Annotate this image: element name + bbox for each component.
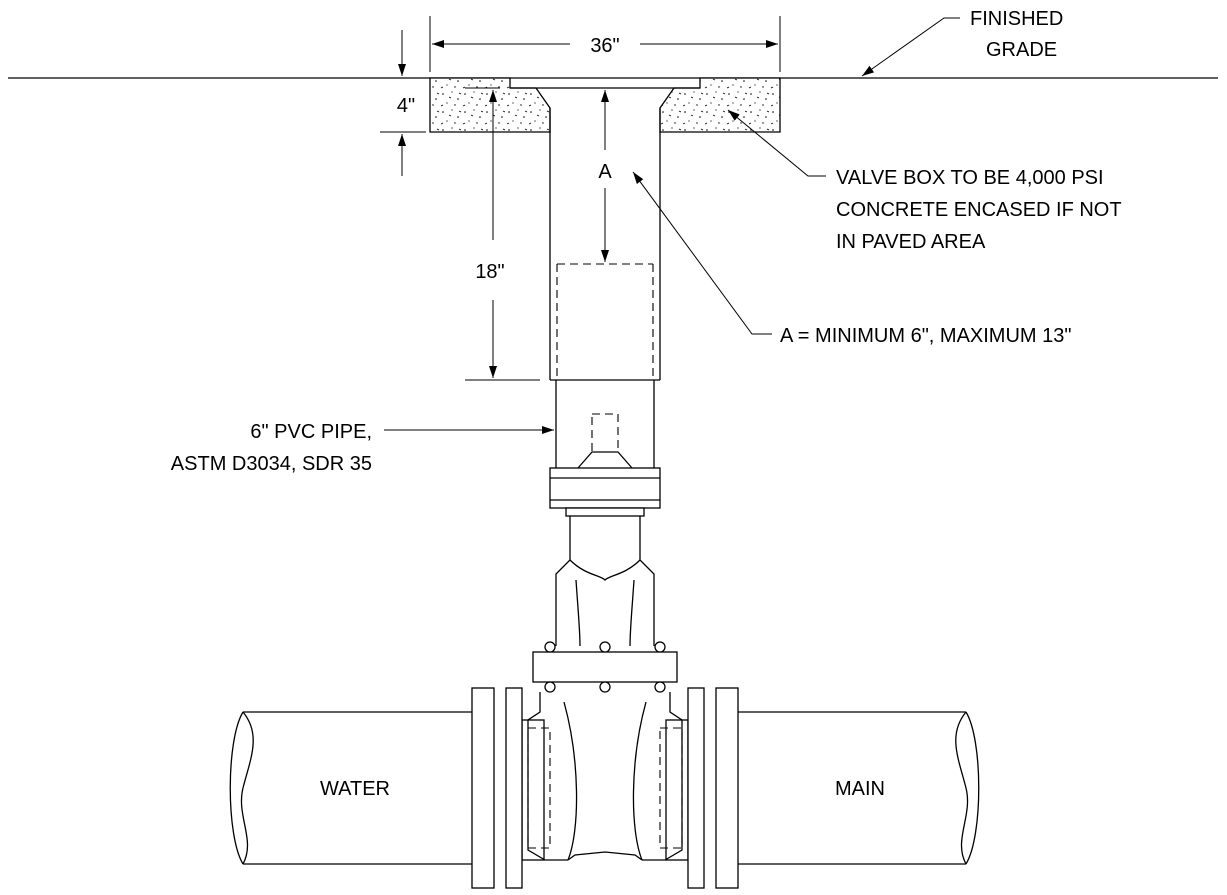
concrete-encasement-right — [659, 77, 781, 133]
water-main-left — [229, 711, 472, 865]
finished-grade-label-1: FINISHED — [970, 8, 1063, 30]
water-label: WATER — [320, 778, 390, 800]
dimension-18-inch — [465, 87, 540, 381]
pvc-pipe — [555, 380, 655, 468]
dim-slab-label: 4" — [397, 95, 415, 117]
main-label: MAIN — [835, 778, 885, 800]
finished-grade-leader — [861, 17, 960, 77]
bonnet-flange — [549, 467, 661, 517]
valve-box-note-1: VALVE BOX TO BE 4,000 PSI — [836, 167, 1104, 189]
dim-width-label: 36" — [590, 35, 619, 57]
valve-box-body — [549, 108, 661, 381]
inner-sleeve — [556, 263, 654, 380]
concrete-encasement-left — [429, 77, 551, 133]
valve-box-note-2: CONCRETE ENCASED IF NOT — [836, 199, 1122, 221]
a-note-label: A = MINIMUM 6", MAXIMUM 13" — [780, 325, 1071, 347]
dimension-4-inch — [380, 30, 426, 176]
valve-box-leader — [727, 109, 826, 177]
water-main-right — [738, 711, 980, 865]
pvc-pipe-label-1: 6" PVC PIPE, — [250, 421, 372, 443]
valve-box-note-3: IN PAVED AREA — [836, 231, 986, 253]
valve-bonnet — [555, 516, 655, 647]
dimension-36-inch — [429, 16, 781, 72]
end-flanges — [471, 687, 739, 889]
a-note-leader — [632, 171, 772, 335]
body-flange — [532, 641, 678, 693]
pvc-pipe-label-2: ASTM D3034, SDR 35 — [171, 453, 372, 475]
gate-valve-body — [521, 692, 689, 861]
finished-grade-label-2: GRADE — [986, 39, 1057, 61]
dim-a-label: A — [598, 161, 612, 183]
dim-depth-label: 18" — [475, 261, 504, 283]
